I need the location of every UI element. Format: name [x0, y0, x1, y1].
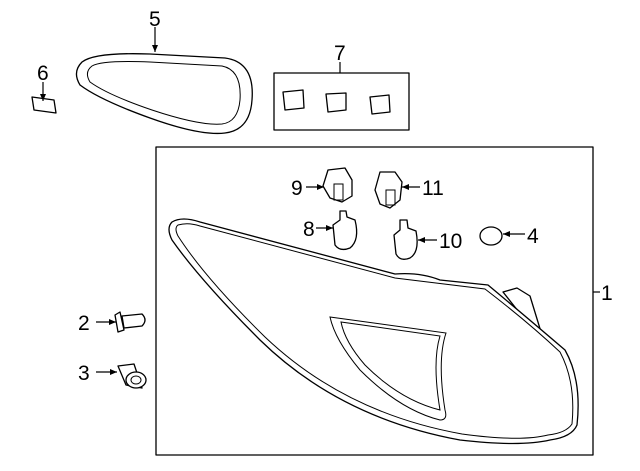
callout-9: 9 [291, 177, 303, 200]
callout-8: 8 [303, 218, 315, 241]
part-2-push-pin [114, 311, 146, 333]
part-3-grommet [117, 363, 147, 389]
callout-2: 2 [78, 312, 90, 335]
part-10-bulb [393, 219, 418, 260]
part-8-bulb [332, 210, 358, 251]
callout-1: 1 [601, 282, 613, 305]
callout-6: 6 [37, 62, 49, 85]
callout-4: 4 [527, 225, 539, 248]
part-1-tail-lamp [168, 218, 579, 445]
callout-11: 11 [422, 177, 444, 200]
callout-5: 5 [149, 8, 161, 31]
callout-3: 3 [78, 362, 90, 385]
part-4-plug [479, 226, 503, 246]
part-7-kit [273, 72, 410, 131]
part-5-gasket [75, 53, 253, 135]
part-11-socket [374, 171, 403, 209]
part-6-pad [31, 96, 57, 114]
callout-10: 10 [439, 230, 462, 253]
part-9-socket [322, 167, 353, 203]
callout-7: 7 [334, 42, 346, 65]
